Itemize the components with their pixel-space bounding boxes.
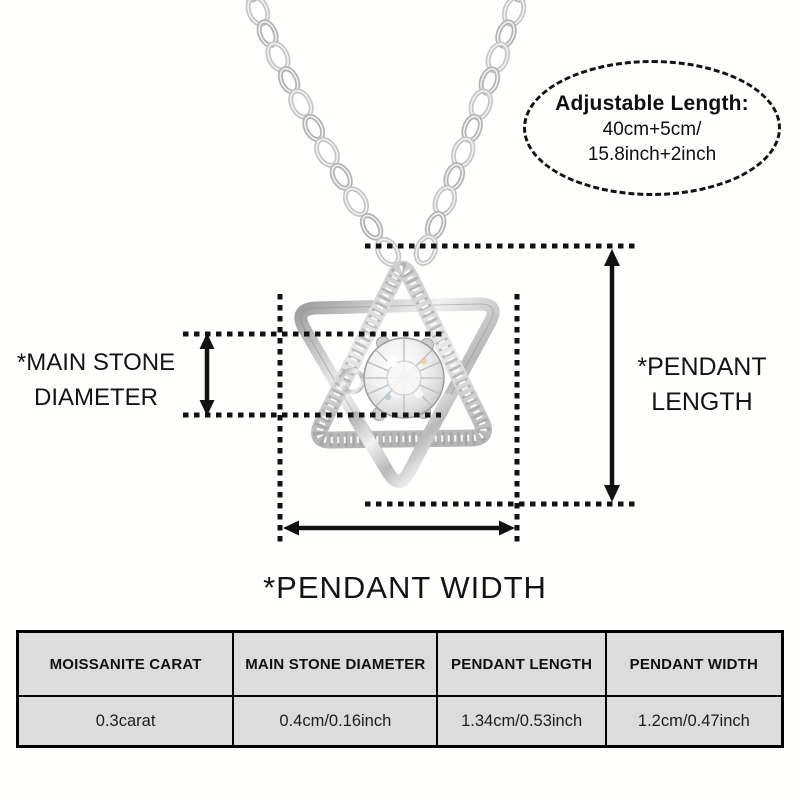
pendant-length-arrow (604, 249, 620, 502)
main-stone-diameter-line1: *MAIN STONE (16, 349, 176, 376)
spec-table-header-row: MOISSANITE CARAT MAIN STONE DIAMETER PEN… (16, 630, 784, 697)
main-stone-diameter-line2: DIAMETER (33, 384, 158, 411)
chain-left-strand (238, 0, 402, 268)
pave-triangle (311, 260, 492, 449)
header-moissanite-carat: MOISSANITE CARAT (16, 630, 235, 697)
chain-right-strand (413, 0, 533, 266)
main-stone-diameter-label: *MAIN STONE DIAMETER (6, 345, 186, 415)
pendant-length-line2: LENGTH (651, 388, 753, 416)
value-pendant-length: 1.34cm/0.53inch (436, 695, 607, 748)
adjustable-length-cm: 40cm+5cm/ (602, 118, 702, 140)
header-pendant-width: PENDANT WIDTH (604, 630, 784, 697)
value-pendant-width: 1.2cm/0.47inch (604, 695, 784, 748)
header-main-stone-diameter: MAIN STONE DIAMETER (232, 630, 439, 697)
moissanite-stone (363, 337, 445, 419)
header-pendant-length: PENDANT LENGTH (436, 630, 607, 697)
value-main-stone-diameter: 0.4cm/0.16inch (232, 695, 439, 748)
plain-triangle-overlap (348, 393, 454, 488)
star-of-david-pendant (294, 260, 500, 488)
spec-table-value-row: 0.3carat 0.4cm/0.16inch 1.34cm/0.53inch … (16, 695, 784, 748)
adjustable-length-title: Adjustable Length: (555, 91, 749, 115)
pendant-length-label: *PENDANT LENGTH (620, 350, 784, 420)
jump-ring (338, 367, 366, 395)
pendant-width-arrow (283, 520, 515, 536)
spec-table-container: MOISSANITE CARAT MAIN STONE DIAMETER PEN… (16, 630, 784, 748)
main-stone-diameter-arrow (199, 333, 215, 416)
adjustable-length-inch: 15.8inch+2inch (587, 143, 717, 165)
pendant-width-label: *PENDANT WIDTH (263, 570, 547, 605)
pendant-length-line1: *PENDANT (637, 353, 767, 381)
adjustable-length-badge: Adjustable Length: 40cm+5cm/ 15.8inch+2i… (523, 60, 781, 196)
spec-table: MOISSANITE CARAT MAIN STONE DIAMETER PEN… (16, 630, 784, 748)
value-moissanite-carat: 0.3carat (16, 695, 235, 748)
